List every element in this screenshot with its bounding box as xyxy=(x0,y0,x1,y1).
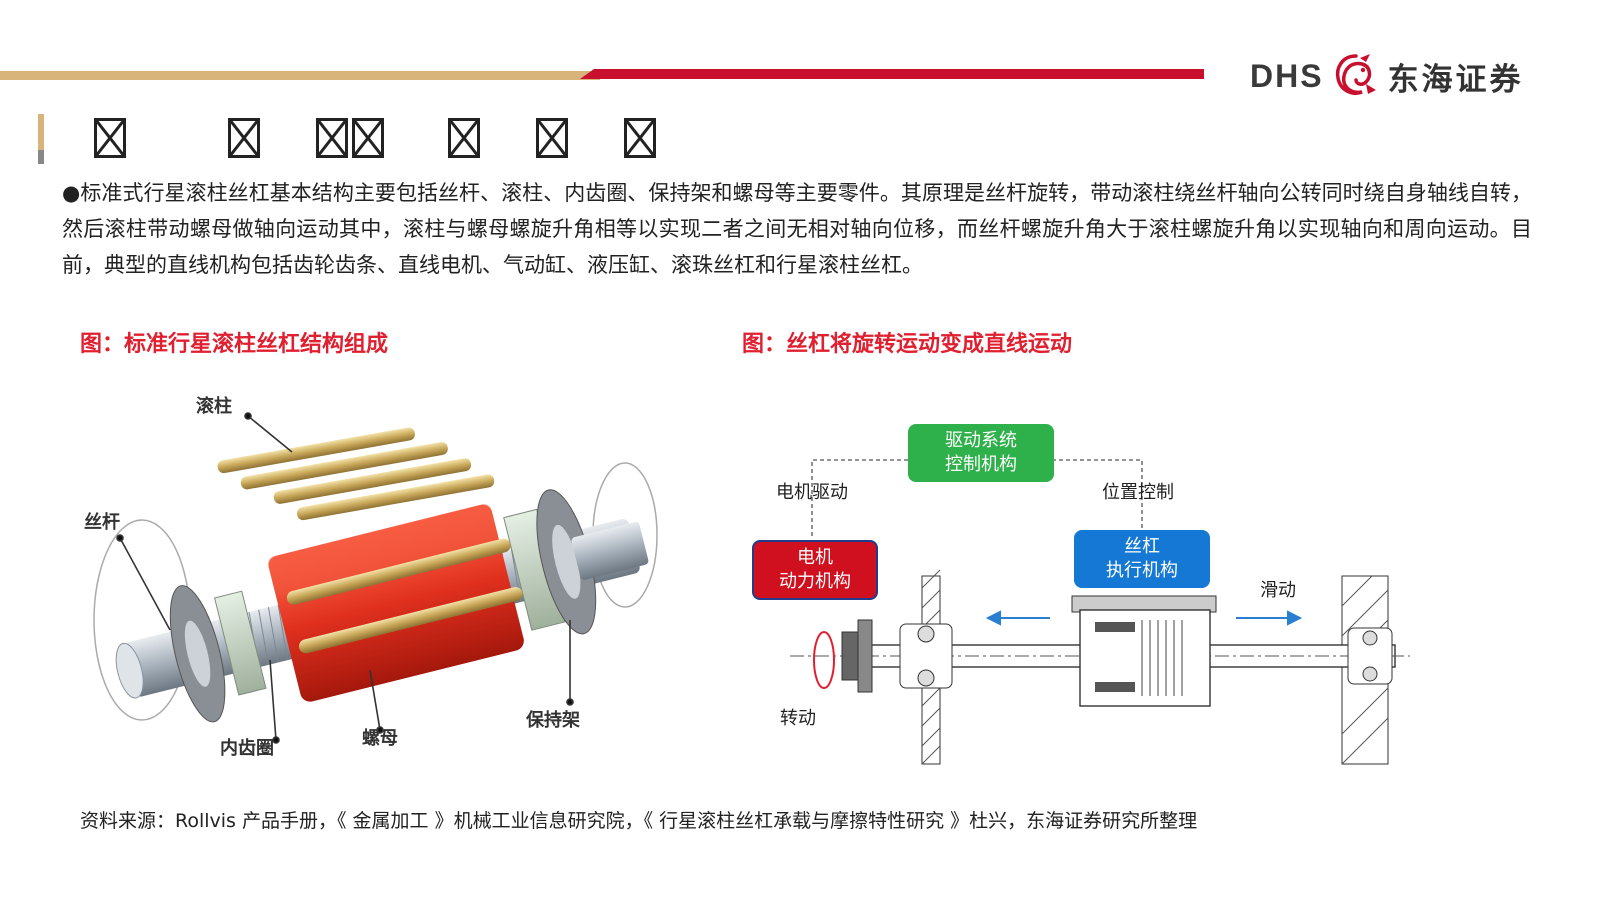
body-paragraph: ●标准式行星滚柱丝杠基本结构主要包括丝杆、滚柱、内齿圈、保持架和螺母等主要零件。… xyxy=(62,181,1532,277)
label-slide: 滑动 xyxy=(1260,580,1296,601)
label-ring-gear: 内齿圈 xyxy=(220,738,274,759)
label-rotate: 转动 xyxy=(780,708,816,729)
linear-motion-diagram xyxy=(790,459,1410,765)
title-glyph xyxy=(94,118,126,158)
label-position-control: 位置控制 xyxy=(1102,482,1174,503)
title-accent-bar-gray xyxy=(38,150,44,164)
title-glyph xyxy=(352,118,384,158)
drive-system-line1: 驱动系统 xyxy=(945,430,1017,451)
figure-left-caption: 图：标准行星滚柱丝杠结构组成 xyxy=(80,332,389,357)
label-screw: 丝杆 xyxy=(84,512,120,533)
screw-actuator-line1: 丝杠 xyxy=(1124,536,1160,557)
figure-right: 驱动系统 控制机构 电机 动力机构 丝杠 执行机构 电机驱动 位置控制 滑动 转… xyxy=(750,420,1420,780)
title-glyph xyxy=(228,118,260,158)
block-motor: 电机 动力机构 xyxy=(752,540,878,600)
figure-right-caption: 图：丝杠将旋转运动变成直线运动 xyxy=(742,332,1073,357)
label-motor-drive: 电机驱动 xyxy=(776,482,848,503)
source-note: 资料来源：Rollvis 产品手册，《 金属加工 》机械工业信息研究院，《 行星… xyxy=(80,810,1198,832)
brand-logo: DHS 东海证券 xyxy=(1250,48,1560,104)
header-red-bar xyxy=(580,69,1204,79)
logo-latin: DHS xyxy=(1250,57,1324,94)
title-glyph xyxy=(316,118,348,158)
label-nut: 螺母 xyxy=(362,728,398,749)
title-glyph xyxy=(624,118,656,158)
motor-line1: 电机 xyxy=(797,547,833,568)
screw-actuator-line2: 执行机构 xyxy=(1106,560,1178,581)
figure-left: 滚柱 丝杆 内齿圈 螺母 保持架 xyxy=(80,380,680,780)
logo-chinese: 东海证券 xyxy=(1387,61,1524,98)
dragon-logo-icon xyxy=(1335,54,1376,95)
label-cage: 保持架 xyxy=(526,710,580,731)
title-glyph xyxy=(536,118,568,158)
title-accent-bar xyxy=(38,114,44,164)
label-roller: 滚柱 xyxy=(196,396,232,417)
roller-screw-illustration xyxy=(93,412,658,744)
block-drive-system: 驱动系统 控制机构 xyxy=(908,424,1054,482)
title-glyph xyxy=(448,118,480,158)
block-screw-actuator: 丝杠 执行机构 xyxy=(1074,530,1210,588)
drive-system-line2: 控制机构 xyxy=(945,454,1017,475)
header-gold-bar xyxy=(0,71,600,80)
motor-line2: 动力机构 xyxy=(779,571,851,592)
